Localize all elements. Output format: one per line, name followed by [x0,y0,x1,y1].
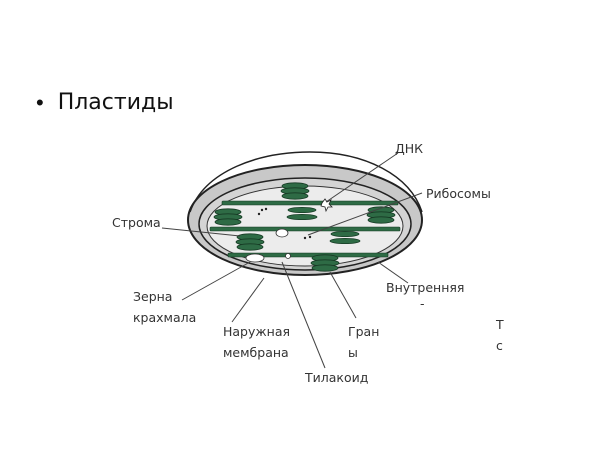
label-grana: Гран ы [348,324,380,360]
label-inner-membrane: Внутренняя - [386,280,465,311]
starch-grains [245,228,291,263]
granum-top [280,182,310,200]
stroma-lamellae [209,200,401,258]
granum-lower-left [235,233,265,251]
bullet-icon: • [36,89,44,115]
ribosomes [257,207,312,240]
dna-icon [320,198,333,213]
label-stroma: Строма [112,215,161,230]
outer-membrane-lid [189,151,423,213]
label-outer-membrane: Наружная мембрана [223,324,291,360]
bullet-item: • Пластиды [36,90,174,115]
label-thylakoid: Тилакоид [305,370,369,385]
label-cut-off: Т с [496,317,504,353]
slide-title: Пластиды [57,90,174,115]
grana [213,182,396,272]
leader-lines [161,152,423,369]
label-starch: Зерна крахмала [133,289,197,325]
granum-left [213,208,243,226]
label-dna: ДНК [395,141,424,156]
granum-bottom [310,254,340,272]
label-ribosomes: Рибосомы [426,186,491,201]
granum-right [366,206,396,224]
